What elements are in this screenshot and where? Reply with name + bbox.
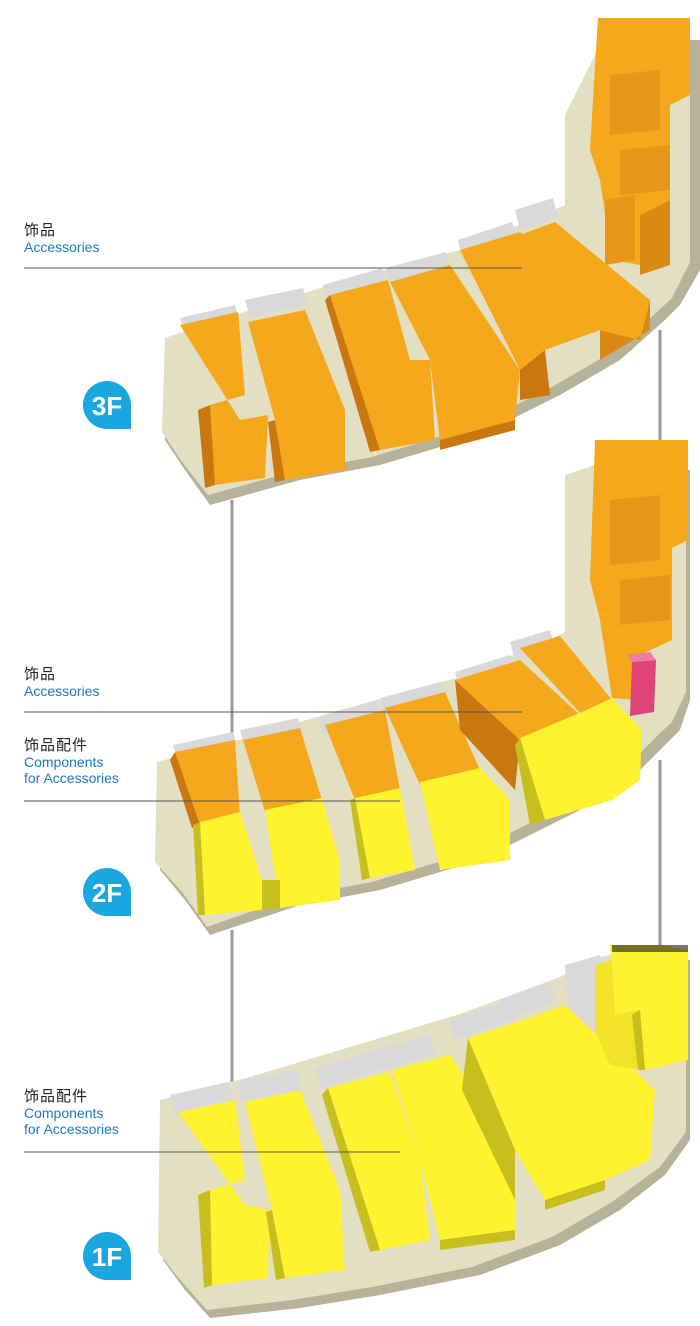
label-cn: 饰品 [24,665,57,683]
label-en-line: for Accessories [24,769,119,786]
badge-label-2f: 2F [92,878,122,908]
label-en: Components for Accessories [24,1105,119,1137]
label-cn: 饰品配件 [24,736,89,754]
label-2f-accessories: 饰品 Accessories [24,666,99,699]
label-en-line: Components [24,753,104,770]
floor-1f-plan [158,945,690,1318]
label-3f-accessories: 饰品 Accessories [24,222,99,255]
floor-badge-1f: 1F [83,1232,131,1280]
floor-3f-plan [162,18,700,505]
label-en-line: Accessories [24,682,100,699]
label-en: Accessories [24,239,99,255]
label-cn: 饰品 [24,221,57,239]
label-en-line: Components [24,1104,104,1121]
label-en: Components for Accessories [24,754,119,786]
label-en-line: for Accessories [24,1120,119,1137]
label-en-line: Accessories [24,238,100,255]
badge-label-1f: 1F [92,1242,122,1272]
badge-label-3f: 3F [92,391,122,421]
label-cn: 饰品配件 [24,1087,89,1105]
floor-2f-plan [155,440,690,935]
label-rules [24,267,522,1153]
floor-badge-2f: 2F [83,868,131,916]
label-en: Accessories [24,683,99,699]
floor-badge-3f: 3F [83,381,131,429]
label-1f-components: 饰品配件 Components for Accessories [24,1088,119,1137]
label-2f-components: 饰品配件 Components for Accessories [24,737,119,786]
